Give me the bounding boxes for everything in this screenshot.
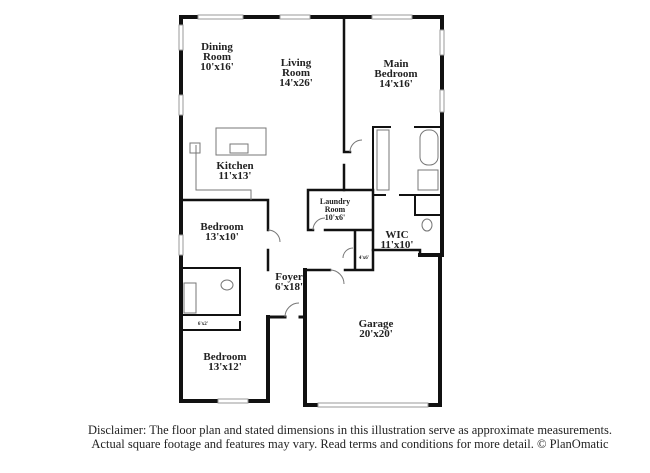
room-garage: Garage 20'x20' — [359, 318, 394, 340]
room-name: Laundry — [320, 197, 350, 206]
room-size: 6'x18' — [275, 281, 303, 293]
disclaimer-line-1: Disclaimer: The floor plan and stated di… — [88, 423, 612, 437]
room-name: Main — [383, 58, 408, 70]
room-name: Bedroom — [203, 351, 246, 363]
range-icon — [189, 142, 201, 154]
sink-icon — [220, 279, 234, 291]
room-size: 10'x6' — [325, 213, 345, 222]
room-name: Bedroom — [200, 221, 243, 233]
room-name: Kitchen — [216, 160, 253, 172]
kitchen-island — [215, 127, 267, 156]
kitchen-sink — [229, 143, 249, 154]
room-living: Living Room 14'x26' — [279, 57, 313, 89]
door-swing — [312, 217, 326, 231]
disclaimer: Disclaimer: The floor plan and stated di… — [0, 423, 650, 451]
closet-label: 6'x2' — [198, 322, 209, 327]
room-name: Room — [325, 205, 346, 214]
walls — [179, 15, 444, 407]
room-name: Living — [281, 57, 312, 69]
room-bedroom-2: Bedroom 13'x12' — [203, 351, 246, 373]
room-size: 20'x20' — [359, 328, 393, 340]
door-swing — [329, 269, 345, 285]
kitchen-counter — [195, 145, 252, 200]
room-size: 13'x10' — [205, 231, 239, 243]
room-size: 13'x12' — [208, 361, 242, 373]
room-wic: WIC 11'x10' — [380, 229, 413, 251]
tub-icon — [183, 282, 197, 314]
disclaimer-line-2: Actual square footage and features may v… — [91, 437, 609, 451]
room-dining: Dining Room 10'x16' — [200, 41, 234, 73]
room-size: 11'x10' — [380, 239, 413, 251]
closet-label: 4'x6' — [359, 256, 370, 261]
door-swing — [342, 247, 354, 259]
shower-icon — [417, 169, 439, 191]
toilet-icon — [421, 218, 433, 232]
door-swing — [349, 139, 363, 153]
room-name: WIC — [385, 229, 408, 241]
door-swing — [267, 229, 281, 243]
room-name: Dining — [201, 41, 233, 53]
room-name: Bedroom — [374, 68, 417, 80]
room-size: 14'x26' — [279, 77, 313, 89]
room-name: Garage — [359, 318, 394, 330]
room-labels: Dining Room 10'x16' Living Room 14'x26' … — [198, 41, 418, 373]
door-swing — [284, 302, 300, 318]
room-size: 14'x16' — [379, 78, 413, 90]
vanity-icon — [376, 129, 390, 191]
room-name: Room — [203, 51, 231, 63]
room-name: Room — [282, 67, 310, 79]
fixtures — [183, 127, 439, 318]
room-foyer: Foyer 6'x18' — [275, 271, 303, 293]
room-bedroom-1: Bedroom 13'x10' — [200, 221, 243, 243]
bathtub-icon — [419, 129, 439, 166]
windows — [178, 14, 445, 408]
room-size: 10'x16' — [200, 61, 234, 73]
room-kitchen: Kitchen 11'x13' — [216, 160, 253, 182]
room-main-bedroom: Main Bedroom 14'x16' — [374, 58, 417, 90]
room-size: 11'x13' — [218, 170, 251, 182]
room-name: Foyer — [275, 271, 303, 283]
room-laundry: Laundry Room 10'x6' — [320, 197, 350, 222]
